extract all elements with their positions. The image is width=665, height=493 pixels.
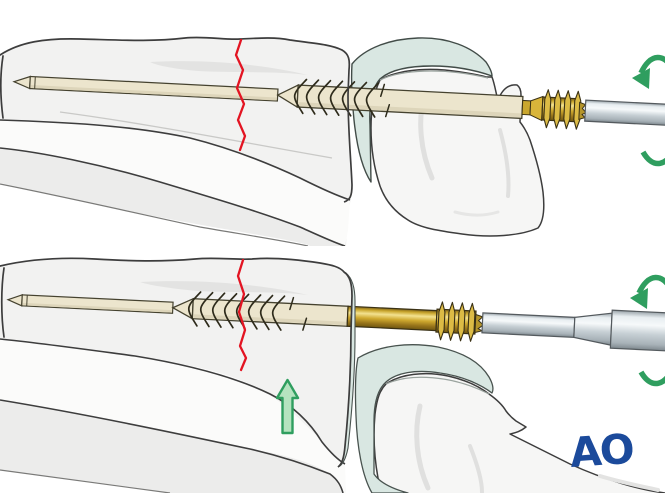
- fragment-edge: [341, 49, 353, 203]
- headless-screw: [276, 78, 588, 130]
- screwdriver-handle: [609, 309, 665, 352]
- fractured-bone: [0, 36, 352, 246]
- fracture-line: [236, 258, 248, 372]
- trailing-threads: [543, 89, 582, 130]
- joint-condyle: [350, 37, 545, 237]
- guidewire: [6, 293, 174, 314]
- trailing-threads: [437, 301, 476, 342]
- screwdriver: [481, 309, 665, 352]
- condyle-bone: [374, 373, 665, 493]
- fracture-line: [234, 38, 247, 152]
- guidewire: [12, 75, 279, 102]
- rotation-arrow: [632, 54, 665, 167]
- fractured-bone: [0, 257, 352, 493]
- articular-cartilage: [354, 344, 494, 493]
- ao-logo: AO: [568, 425, 634, 477]
- headless-screw: [171, 291, 485, 342]
- joint-condyle: [354, 344, 665, 493]
- reduction-arrow: [275, 378, 300, 435]
- screw-assembly: [12, 75, 665, 130]
- screw-advanced-drawing: AO: [0, 257, 665, 493]
- bone-shading-streak: [150, 61, 308, 75]
- fragment-articular-edge: [337, 271, 356, 468]
- screwdriver-shaft: [481, 312, 576, 338]
- articular-cartilage: [350, 37, 493, 183]
- rotation-arrow: [630, 274, 665, 387]
- panel-screw-advanced: AO: [0, 246, 665, 493]
- screw-insertion-drawing: [0, 36, 665, 246]
- panel-screw-insertion: [0, 0, 665, 246]
- screw-assembly: [6, 291, 665, 352]
- screw-gold-shaft: [346, 305, 438, 332]
- screwdriver-shaft: [584, 99, 665, 127]
- screwdriver-coupling: [573, 312, 613, 346]
